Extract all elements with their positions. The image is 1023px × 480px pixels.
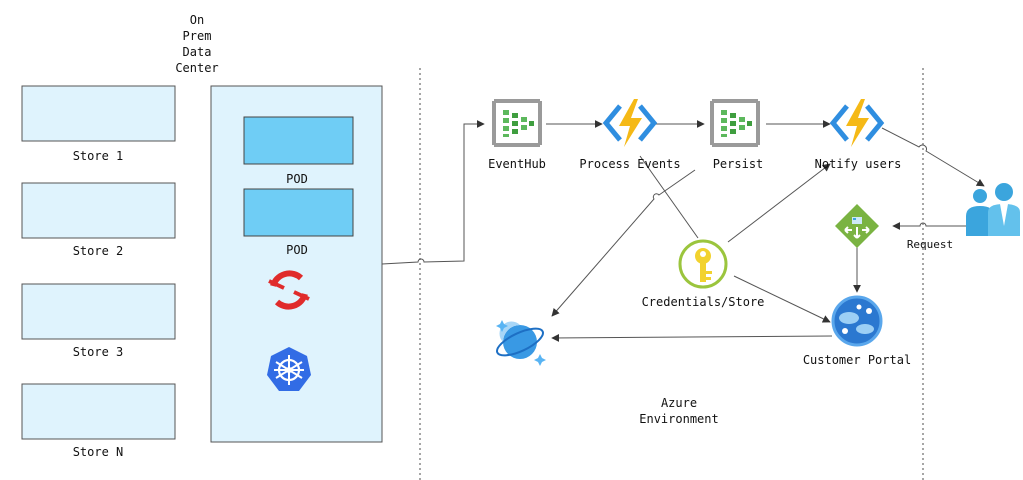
azure-label-line-1: Azure (661, 396, 697, 410)
credentials-store-node: Credentials/Store (642, 239, 765, 309)
key-vault-icon (678, 239, 728, 289)
edge-persist-to-cosmos (551, 169, 696, 317)
kubernetes-icon (267, 347, 311, 391)
request-label: Request (907, 238, 953, 251)
store-3-label: Store 3 (73, 345, 124, 359)
notify-users-node: Notify users (815, 99, 902, 171)
user-icon (966, 183, 1020, 236)
onprem-title-line-3: Data (183, 45, 212, 59)
store-2-label: Store 2 (73, 244, 124, 258)
pod-2-label: POD (286, 243, 308, 257)
store-1: Store 1 (21, 85, 176, 163)
eventhub-label: EventHub (488, 157, 546, 171)
onprem-title-line-1: On (190, 13, 204, 27)
pod-2-box (243, 188, 354, 237)
store-3: Store 3 (21, 283, 176, 359)
cosmos-db-icon (496, 320, 546, 366)
event-hub-icon (492, 99, 542, 147)
pod-1-label: POD (286, 172, 308, 186)
store-1-label: Store 1 (73, 149, 124, 163)
eventhub-node: EventHub (488, 99, 546, 171)
store-3-box (21, 283, 176, 340)
store-n: Store N (21, 383, 176, 459)
store-1-box (21, 85, 176, 142)
edge-credentials-to-notify (727, 163, 831, 243)
credentials-store-label: Credentials/Store (642, 295, 765, 309)
customer-portal-node: Customer Portal (803, 295, 911, 367)
edge-notify-to-user (881, 127, 985, 187)
store-n-box (21, 383, 176, 440)
edge-portal-to-cosmos (551, 333, 833, 342)
edge-credentials-to-portal (733, 275, 831, 323)
store-2: Store 2 (21, 182, 176, 258)
store-n-label: Store N (73, 445, 124, 459)
function-app-icon (829, 99, 885, 147)
function-app-icon (602, 99, 658, 147)
process-events-label: Process Events (579, 157, 680, 171)
edge-user-to-gateway (892, 222, 980, 230)
app-service-icon (831, 295, 883, 347)
event-hub-icon (710, 99, 760, 147)
persist-label: Persist (713, 157, 764, 171)
onprem-title-line-2: Prem (183, 29, 212, 43)
customer-portal-label: Customer Portal (803, 353, 911, 367)
edge-onprem-to-eventhub (381, 120, 485, 265)
process-events-node: Process Events (579, 99, 681, 171)
store-2-box (21, 182, 176, 239)
azure-label-line-2: Environment (639, 412, 718, 426)
api-gateway-icon (835, 204, 879, 248)
notify-users-label: Notify users (815, 157, 902, 171)
edge-process-to-credentials (639, 155, 699, 239)
onprem-data-center: On Prem Data Center POD POD (175, 13, 383, 443)
openshift-icon (268, 270, 310, 310)
persist-node: Persist (710, 99, 764, 171)
pod-1-box (243, 116, 354, 165)
onprem-title-line-4: Center (175, 61, 218, 75)
